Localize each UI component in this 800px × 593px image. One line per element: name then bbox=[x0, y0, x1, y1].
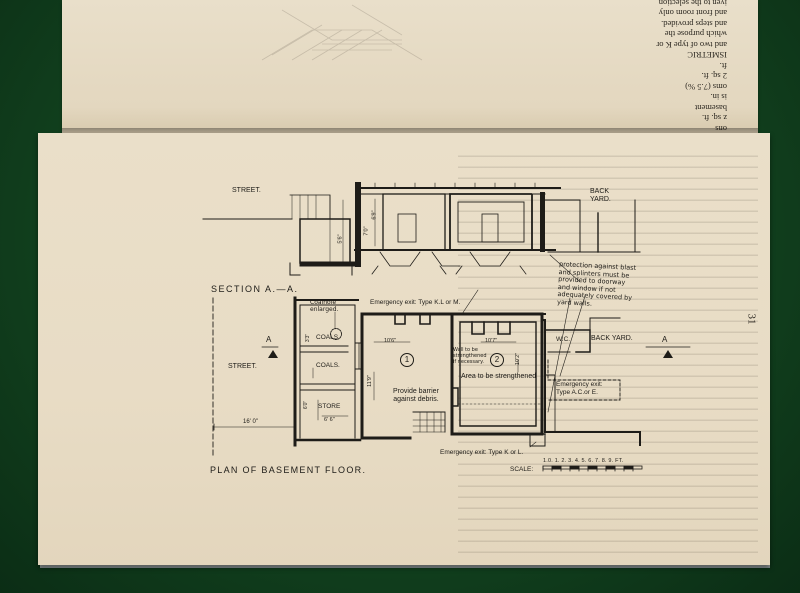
coals-upper-label: COALS. bbox=[316, 334, 340, 341]
room2-strengthen-note: Area to be strengthened bbox=[461, 373, 537, 380]
scale-label: SCALE: bbox=[510, 466, 534, 473]
store-width-dim: 6' 6" bbox=[324, 417, 335, 423]
emergency-exit-right-label: Emergency exit: Type A.C.or E. bbox=[556, 381, 603, 396]
room2-number: 2 bbox=[490, 353, 504, 367]
plan-title: PLAN OF BASEMENT FLOOR. bbox=[210, 465, 367, 475]
section-dim-7ft: 7'0" bbox=[363, 226, 370, 236]
room2-width-dim: 10'7" bbox=[485, 338, 498, 344]
plan-back-yard-label: BACK YARD. bbox=[591, 335, 633, 342]
book-page: 31 bbox=[38, 133, 770, 565]
section-marker-left: A bbox=[266, 335, 272, 344]
coals-dim: 3'3" bbox=[305, 333, 312, 343]
plan-street-label: STREET. bbox=[228, 363, 257, 370]
section-dim-6ft9: 6'9" bbox=[371, 210, 378, 220]
room1-note: Provide barrier against debris. bbox=[393, 388, 439, 403]
room2-depth-dim: 10'2" bbox=[515, 352, 522, 366]
room1-depth-dim: 11'9" bbox=[366, 375, 373, 387]
room1-number: 1 bbox=[400, 353, 414, 367]
scale-bar bbox=[542, 465, 643, 472]
store-label: STORE bbox=[318, 403, 341, 410]
isometric-drawing-bleed bbox=[261, 4, 423, 61]
scale-ticks: 1.0. 1. 2. 3. 4. 5. 6. 7. 8. 9. FT. bbox=[543, 458, 624, 464]
coalhole-label: Coalhole enlarged. bbox=[310, 299, 339, 313]
section-dim-5ft6: 5'6" bbox=[337, 234, 344, 244]
section-title: SECTION A.—A. bbox=[211, 284, 299, 294]
section-back-yard-label: BACK YARD. bbox=[590, 188, 611, 203]
protection-note: protection against blast and splinters m… bbox=[556, 260, 637, 308]
room1-width-dim: 10'6" bbox=[384, 338, 397, 344]
wc-label: W.C. bbox=[556, 336, 571, 343]
emergency-exit-bottom-label: Emergency exit: Type K or L. bbox=[440, 449, 524, 456]
plan-drawing bbox=[212, 289, 691, 456]
coals-lower-label: COALS. bbox=[316, 362, 340, 369]
room2-wall-note: Wall to be strengthened if necessary. bbox=[453, 347, 487, 365]
section-street-label: STREET. bbox=[232, 187, 261, 194]
store-depth-dim: 6'0" bbox=[303, 400, 310, 410]
section-marker-right: A bbox=[662, 335, 668, 344]
overall-width-dim: 16' 0" bbox=[243, 419, 258, 425]
emergency-exit-top-label: Emergency exit: Type K.L or M. bbox=[370, 299, 461, 306]
section-drawing bbox=[202, 182, 641, 283]
